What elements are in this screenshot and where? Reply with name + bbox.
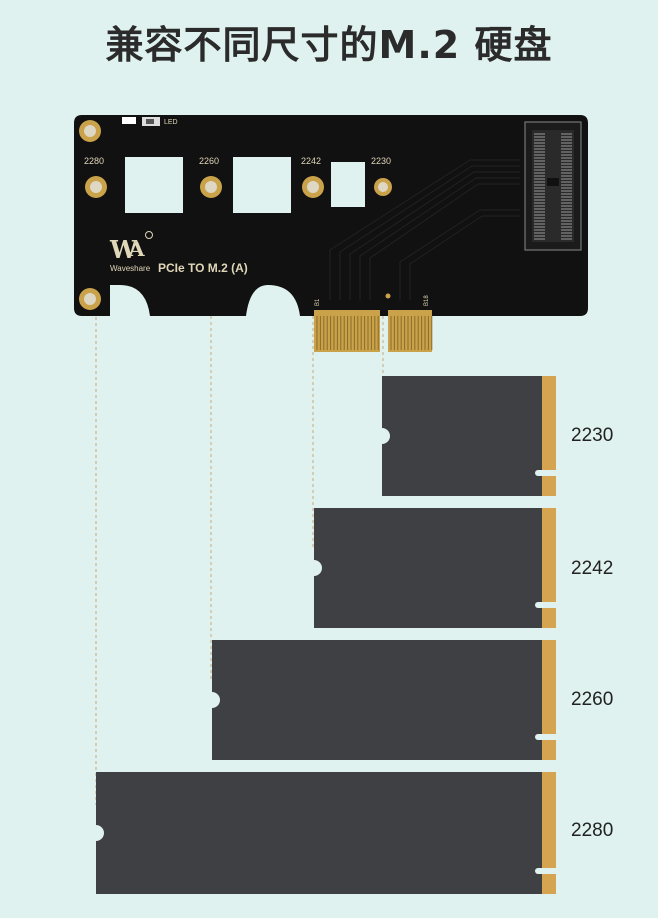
ssd-connector [542, 376, 556, 496]
ssd-body [382, 376, 542, 496]
ssd-screw-notch [88, 825, 104, 841]
ssd-2280 [88, 772, 556, 894]
brand-label: Waveshare [110, 264, 151, 273]
ssd-drives [88, 376, 556, 894]
pcie-adapter-board: LED 2280 2260 2242 2230 W A Waveshare PC… [74, 115, 588, 352]
hole-label-2230: 2230 [371, 156, 391, 166]
ssd-key-notch [538, 470, 556, 476]
ssd-key-notch [538, 602, 556, 608]
ssd-connector [542, 640, 556, 760]
ssd-2260 [204, 640, 556, 760]
size-label-2260: 2260 [571, 689, 614, 710]
waveshare-logo-icon: W A [109, 231, 153, 264]
ssd-2242 [306, 508, 556, 628]
ssd-screw-notch [204, 692, 220, 708]
hole-label-2242: 2242 [301, 156, 321, 166]
product-label: PCIe TO M.2 (A) [158, 261, 248, 275]
size-label-2242: 2242 [571, 558, 614, 579]
pin-label-b18: B18 [424, 295, 430, 306]
pin-label-b1: B1 [315, 298, 321, 306]
svg-text:A: A [128, 237, 145, 261]
ssd-connector [542, 508, 556, 628]
cutout-2 [233, 157, 291, 213]
gold-finger-separators [316, 316, 433, 350]
ssd-2230 [374, 376, 556, 496]
pin1-dot [385, 293, 391, 299]
ssd-connector [542, 772, 556, 894]
hole-label-2280: 2280 [84, 156, 104, 166]
svg-text:W: W [109, 235, 138, 264]
ssd-body [314, 508, 542, 628]
ssd-key-notch [538, 734, 556, 740]
ssd-body [96, 772, 542, 894]
size-label-2230: 2230 [571, 425, 614, 446]
ssd-body [212, 640, 542, 760]
gold-finger-left [314, 310, 380, 352]
cutout-1 [125, 157, 183, 213]
led-component [122, 117, 160, 126]
ssd-key-notch [538, 868, 556, 874]
hole-label-2260: 2260 [199, 156, 219, 166]
cutout-3 [331, 162, 365, 207]
m2-socket [524, 121, 582, 251]
mounting-holes [79, 120, 392, 310]
ssd-screw-notch [306, 560, 322, 576]
pcb-traces [329, 159, 520, 300]
page-title: 兼容不同尺寸的M.2 硬盘 [105, 23, 553, 67]
size-label-2280: 2280 [571, 820, 614, 841]
pcb-body [74, 115, 588, 316]
led-label: LED [164, 119, 178, 126]
ssd-screw-notch [374, 428, 390, 444]
socket-pins [534, 133, 572, 240]
